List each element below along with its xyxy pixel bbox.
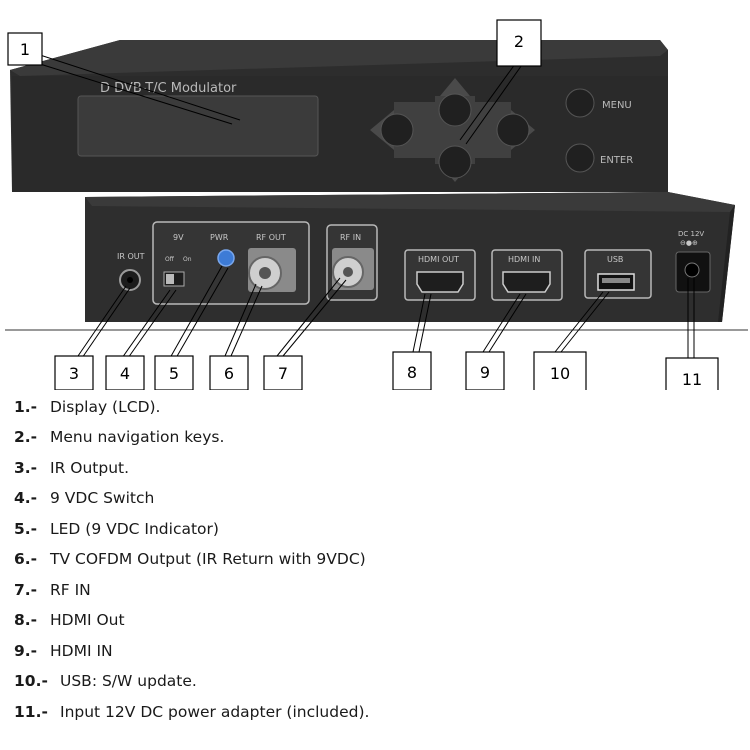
usb-label: USB [607, 255, 623, 264]
legend-item: 8.- HDMI Out [14, 611, 125, 637]
legend-item: 2.- Menu navigation keys. [14, 428, 224, 454]
legend-text: USB: S/W update. [60, 672, 197, 690]
callout-1: 1 [20, 40, 30, 59]
legend-item: 9.- HDMI IN [14, 642, 113, 668]
hdmi-out-port [416, 271, 464, 293]
legend-text: 9 VDC Switch [50, 489, 155, 507]
callout-box-10 [533, 351, 587, 390]
rf-out-label: RF OUT [256, 233, 286, 242]
legend-item: 1.- Display (LCD). [14, 398, 160, 424]
callout-box-11 [665, 357, 719, 390]
rear-unit: IR OUT 9V Off On PWR RF OUT RF IN HDMI O… [85, 192, 735, 322]
menu-button[interactable] [565, 88, 595, 118]
legend-text: HDMI IN [50, 642, 113, 660]
legend-text: TV COFDM Output (IR Return with 9VDC) [50, 550, 366, 568]
legend-item: 6.- TV COFDM Output (IR Return with 9VDC) [14, 550, 366, 576]
pwr-led-icon [217, 249, 235, 267]
callout-box-4 [105, 355, 145, 390]
legend-text: LED (9 VDC Indicator) [50, 520, 219, 538]
callout-box-1 [7, 32, 43, 66]
legend-number: 2.- [14, 428, 38, 446]
callout-7: 7 [278, 364, 288, 383]
legend-text: Menu navigation keys. [50, 428, 225, 446]
legend-number: 11.- [14, 703, 48, 721]
callout-box-5 [154, 355, 194, 390]
callout-4: 4 [120, 364, 130, 383]
legend-number: 8.- [14, 611, 38, 629]
callout-box-3 [54, 355, 94, 390]
ir-out-label: IR OUT [117, 252, 145, 261]
lcd-display [77, 95, 319, 157]
callout-6: 6 [224, 364, 234, 383]
legend-text: Display (LCD). [50, 398, 161, 416]
legend-text: Input 12V DC power adapter (included). [60, 703, 370, 721]
legend-item: 3.- IR Output. [14, 459, 129, 485]
hdmi-in-label: HDMI IN [508, 255, 540, 264]
legend-text: RF IN [50, 581, 91, 599]
callout-9: 9 [480, 363, 490, 382]
switch-label: 9V [173, 233, 184, 242]
legend-item: 4.- 9 VDC Switch [14, 489, 154, 515]
callout-box-2 [496, 19, 542, 67]
dc-label: DC 12V [678, 230, 704, 238]
rf-in-label: RF IN [340, 233, 361, 242]
legend-item: 5.- LED (9 VDC Indicator) [14, 520, 219, 546]
callout-10: 10 [550, 364, 570, 383]
callout-3: 3 [69, 364, 79, 383]
enter-label: ENTER [600, 155, 633, 166]
legend-number: 3.- [14, 459, 38, 477]
key-up[interactable] [438, 93, 472, 127]
callout-box-8 [392, 351, 432, 390]
polarity-icon: ⊖●⊕ [680, 239, 698, 247]
leader-lines [39, 54, 695, 359]
enter-button[interactable] [565, 143, 595, 173]
callout-box-6 [209, 355, 249, 390]
legend-text: HDMI Out [50, 611, 125, 629]
legend-item: 7.- RF IN [14, 581, 91, 607]
callout-8: 8 [407, 363, 417, 382]
legend-number: 7.- [14, 581, 38, 599]
hdmi-in-port [502, 271, 551, 293]
switch-off-label: Off [165, 256, 175, 263]
key-down[interactable] [438, 145, 472, 179]
hdmi-out-label: HDMI OUT [418, 255, 459, 264]
pwr-label: PWR [210, 233, 229, 242]
callout-5: 5 [169, 364, 179, 383]
legend: 1.- Display (LCD). 2.- Menu navigation key… [0, 390, 750, 735]
callout-box-9 [465, 351, 505, 390]
legend-number: 4.- [14, 489, 38, 507]
legend-number: 9.- [14, 642, 38, 660]
legend-number: 6.- [14, 550, 38, 568]
legend-item: 10.- USB: S/W update. [14, 672, 197, 698]
callout-box-7 [263, 355, 303, 390]
front-unit: D DVB-T/C Modulator MENU ENTER [10, 40, 668, 192]
key-right[interactable] [496, 113, 530, 147]
legend-item: 11.- Input 12V DC power adapter (included… [14, 703, 369, 729]
callout-boxes: 1 2 3 4 5 6 7 8 9 10 11 [7, 19, 719, 390]
navigation-keys [370, 78, 535, 182]
legend-number: 10.- [14, 672, 48, 690]
key-left[interactable] [380, 113, 414, 147]
switch-on-label: On [183, 256, 192, 263]
front-model-label: D DVB-T/C Modulator [100, 81, 237, 96]
callout-11: 11 [682, 370, 702, 389]
legend-number: 1.- [14, 398, 38, 416]
menu-label: MENU [602, 100, 632, 111]
legend-text: IR Output. [50, 459, 130, 477]
legend-number: 5.- [14, 520, 38, 538]
device-diagram: D DVB-T/C Modulator MENU ENTER IR OUT [5, 19, 748, 390]
callout-2: 2 [514, 32, 524, 51]
